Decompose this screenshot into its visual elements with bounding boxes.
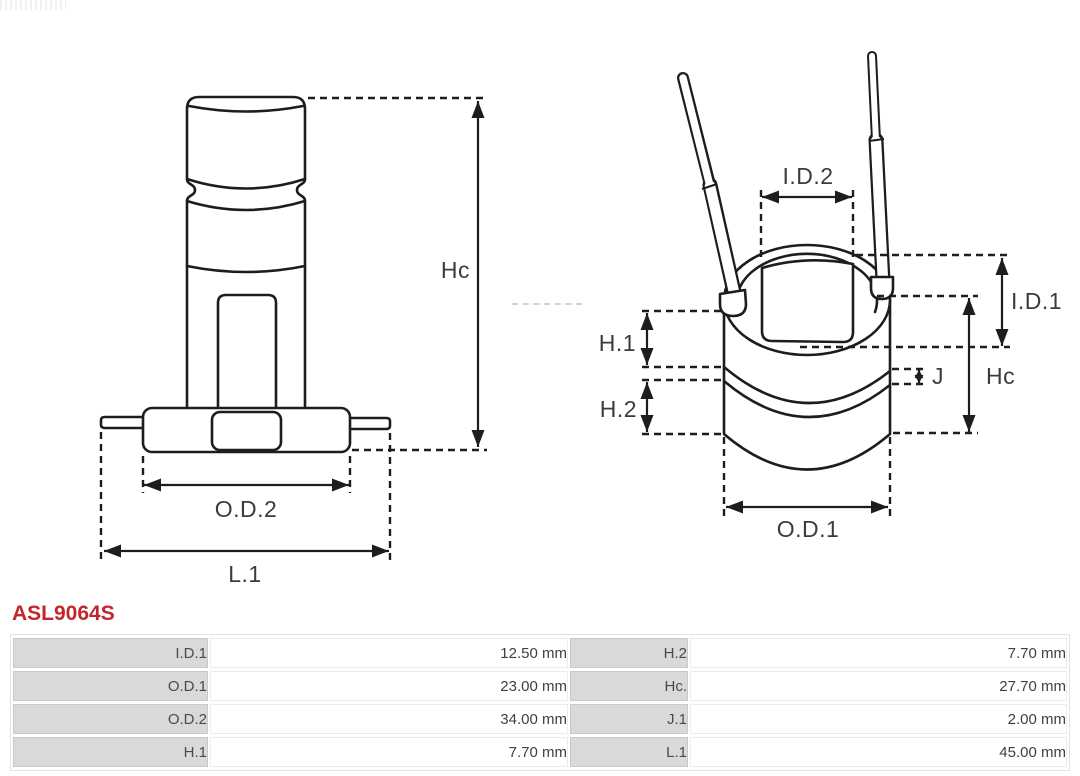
dim-label-j: J (932, 363, 944, 389)
neck-upper-arc (185, 177, 307, 190)
wire-lead-left-fill (679, 74, 714, 190)
dim-label-id2: I.D.2 (782, 163, 833, 189)
dim-label-od1: O.D.1 (777, 516, 840, 542)
right-drawing-ring-view: I.D.2 I.D.1 Hc H.1 H.2 J O.D.1 (599, 51, 1062, 542)
spec-value: 45.00 mm (690, 737, 1067, 767)
spec-value: 34.00 mm (210, 704, 568, 734)
spec-label: L.1 (570, 737, 688, 767)
spec-label: J.1 (570, 704, 688, 734)
divider-artifact (512, 303, 582, 305)
dim-label-l1: L.1 (228, 561, 261, 587)
spec-label: H.1 (13, 737, 208, 767)
spec-value: 7.70 mm (690, 638, 1067, 668)
wire-right-joint (868, 138, 885, 142)
left-drawing-side-view: Hc O.D.2 L.1 (99, 95, 487, 587)
dim-label-hc-left: Hc (441, 257, 470, 283)
wire-lead-left-lower-fill (704, 180, 740, 298)
dim-label-h1: H.1 (599, 330, 636, 356)
table-row: I.D.1 12.50 mm H.2 7.70 mm (13, 638, 1067, 668)
table-row: O.D.1 23.00 mm Hc. 27.70 mm (13, 671, 1067, 701)
spec-label: H.2 (570, 638, 688, 668)
spec-value: 12.50 mm (210, 638, 568, 668)
spec-label: I.D.1 (13, 638, 208, 668)
spec-table-container: I.D.1 12.50 mm H.2 7.70 mm O.D.1 23.00 m… (10, 634, 1070, 771)
wire-lead-right-fill (869, 53, 879, 144)
neck-lower-arc (185, 199, 307, 212)
dim-label-id1: I.D.1 (1011, 288, 1062, 314)
base-inner-block (210, 410, 283, 452)
terminal-left (718, 288, 748, 318)
spec-value: 7.70 mm (210, 737, 568, 767)
part-number-heading: ASL9064S (12, 602, 115, 625)
dim-label-hc-right: Hc (986, 363, 1015, 389)
corner-artifact (0, 0, 66, 10)
center-bore (760, 259, 855, 344)
shaft-top-edge-arc (187, 104, 305, 113)
wire-left-joint (701, 183, 718, 190)
right-tab (350, 416, 392, 431)
shaft-slot (216, 293, 278, 410)
ring-groove-upper-arc (722, 365, 892, 405)
dim-label-od2: O.D.2 (215, 496, 278, 522)
terminal-right (869, 275, 895, 301)
spec-value: 23.00 mm (210, 671, 568, 701)
shaft-outline (185, 95, 307, 408)
spec-value: 2.00 mm (690, 704, 1067, 734)
ring-groove-lower-arc (722, 379, 892, 419)
spec-label: Hc. (570, 671, 688, 701)
left-tab (99, 415, 143, 430)
dim-label-h2: H.2 (600, 396, 637, 422)
spec-label: O.D.2 (13, 704, 208, 734)
spec-value: 27.70 mm (690, 671, 1067, 701)
spec-label: O.D.1 (13, 671, 208, 701)
technical-drawings: Hc O.D.2 L.1 I.D.2 (99, 51, 1062, 587)
table-row: H.1 7.70 mm L.1 45.00 mm (13, 737, 1067, 767)
wire-lead-right-lower-fill (870, 135, 889, 287)
table-row: O.D.2 34.00 mm J.1 2.00 mm (13, 704, 1067, 734)
base-plate (141, 406, 352, 454)
spec-table: I.D.1 12.50 mm H.2 7.70 mm O.D.1 23.00 m… (11, 635, 1069, 770)
shaft-mid-arc (185, 264, 307, 274)
